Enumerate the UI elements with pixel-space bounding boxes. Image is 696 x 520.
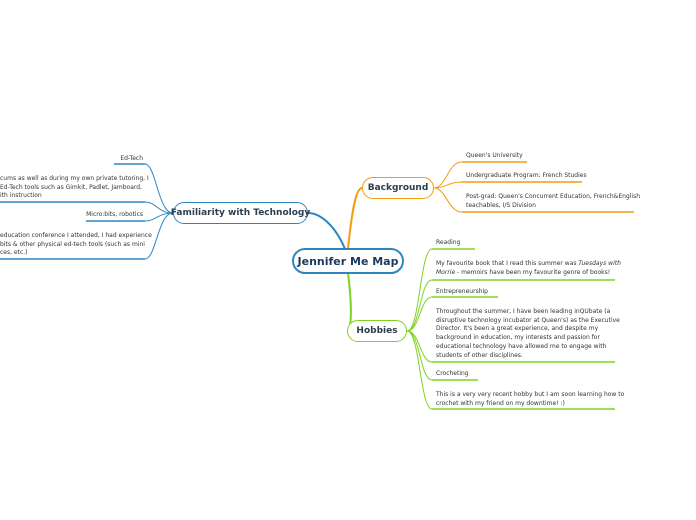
subtopic-favourite-book[interactable]: My favourite book that I read this summe…	[436, 260, 621, 277]
subtopic-line: Director. It's been a great experience, …	[436, 325, 599, 333]
connector-bg-3	[433, 187, 463, 213]
book-title-part: Tuesdays with	[578, 260, 621, 267]
subtopic-education-conference[interactable]: education conference I attended, I had e…	[0, 232, 152, 258]
subtopic-microbits-robotics[interactable]: Micro:bits, robotics	[60, 211, 143, 220]
connector-tech-4	[144, 212, 174, 260]
subtopic-text: Crocheting	[436, 370, 469, 377]
connector-hob-2	[406, 279, 433, 332]
connector-bg-1	[433, 161, 463, 189]
connector-central-background	[347, 187, 363, 250]
connector-hob-1	[406, 248, 433, 332]
subtopic-post-grad[interactable]: Post-grad: Queen's Concurrent Education,…	[466, 193, 640, 210]
connector-tech-1	[144, 163, 174, 214]
subtopic-text: Micro:bits, robotics	[86, 211, 143, 218]
subtopic-line: Post-grad: Queen's Concurrent Education,…	[466, 193, 640, 200]
subtopic-line: Throughout the summer, I have been leadi…	[436, 308, 611, 315]
subtopic-line: students of other disciplines.	[436, 351, 523, 359]
subtopic-entrepreneurship[interactable]: Entrepreneurship	[436, 288, 488, 297]
subtopic-text: Undergraduate Program: French Studies	[466, 172, 587, 179]
subtopic-line: disruptive technology incubator at Queen…	[436, 316, 620, 324]
subtopic-crocheting[interactable]: Crocheting	[436, 370, 469, 379]
connector-tech-2	[144, 201, 174, 214]
subtopic-queens-university[interactable]: Queen's University	[466, 152, 523, 161]
subtopic-inqubate[interactable]: Throughout the summer, I have been leadi…	[436, 308, 620, 360]
book-title-part: Morrie	[436, 268, 456, 276]
subtopic-text-part: My favourite book that I read this summe…	[436, 260, 579, 267]
subtopic-line: My favourite book that I read this summe…	[436, 260, 621, 269]
subtopic-line: cums as well as during my own private tu…	[0, 175, 149, 182]
subtopic-line: crochet with my friend on my downtime! :…	[436, 399, 565, 407]
connector-hob-6	[406, 330, 433, 410]
subtopic-crochet-hobby[interactable]: This is a very very recent hobby but I a…	[436, 391, 624, 408]
topic-technology[interactable]: Familiarity with Technology	[170, 202, 311, 224]
topic-background-label: Background	[367, 183, 429, 193]
subtopic-line: education conference I attended, I had e…	[0, 232, 152, 239]
subtopic-line: ces, etc.)	[0, 249, 28, 257]
subtopic-line: This is a very very recent hobby but I a…	[436, 391, 625, 398]
subtopic-line: Ed-Tech tools such as Gimkit, Padlet, Ja…	[0, 183, 142, 191]
connector-bg-2	[433, 181, 463, 189]
connector-hob-3	[406, 296, 433, 332]
topic-background[interactable]: Background	[362, 177, 434, 199]
subtopic-text: Reading	[436, 239, 461, 246]
subtopic-ed-tech-tools[interactable]: cums as well as during my own private tu…	[0, 175, 149, 201]
connector-hob-5	[406, 330, 433, 381]
topic-technology-label: Familiarity with Technology	[170, 208, 311, 218]
central-topic[interactable]: Jennifer Me Map	[292, 248, 404, 274]
subtopic-text: Entrepreneurship	[436, 288, 488, 295]
subtopic-text: Ed-Tech	[120, 155, 143, 162]
subtopic-text-part: - memoirs have been my favourite genre o…	[455, 268, 611, 276]
topic-hobbies[interactable]: Hobbies	[347, 320, 407, 342]
subtopic-text: Queen's University	[466, 152, 523, 159]
subtopic-line: teachables, I/S Division	[466, 201, 536, 209]
subtopic-line: educational technology have allowed me t…	[436, 342, 607, 350]
connector-central-technology	[307, 212, 346, 250]
connector-hob-4	[406, 330, 433, 363]
subtopic-line: bits & other physical ed-tech tools (suc…	[0, 240, 145, 248]
subtopic-line: background in education, my interests an…	[436, 334, 600, 342]
subtopic-line: Morrie - memoirs have been my favourite …	[436, 269, 621, 278]
topic-hobbies-label: Hobbies	[356, 326, 398, 336]
central-topic-title: Jennifer Me Map	[297, 254, 399, 268]
subtopic-undergraduate-program[interactable]: Undergraduate Program: French Studies	[466, 172, 587, 181]
subtopic-line: ith instruction	[0, 192, 42, 200]
subtopic-reading[interactable]: Reading	[436, 239, 460, 248]
subtopic-ed-tech[interactable]: Ed-Tech	[96, 155, 143, 164]
connector-tech-3	[144, 212, 174, 222]
